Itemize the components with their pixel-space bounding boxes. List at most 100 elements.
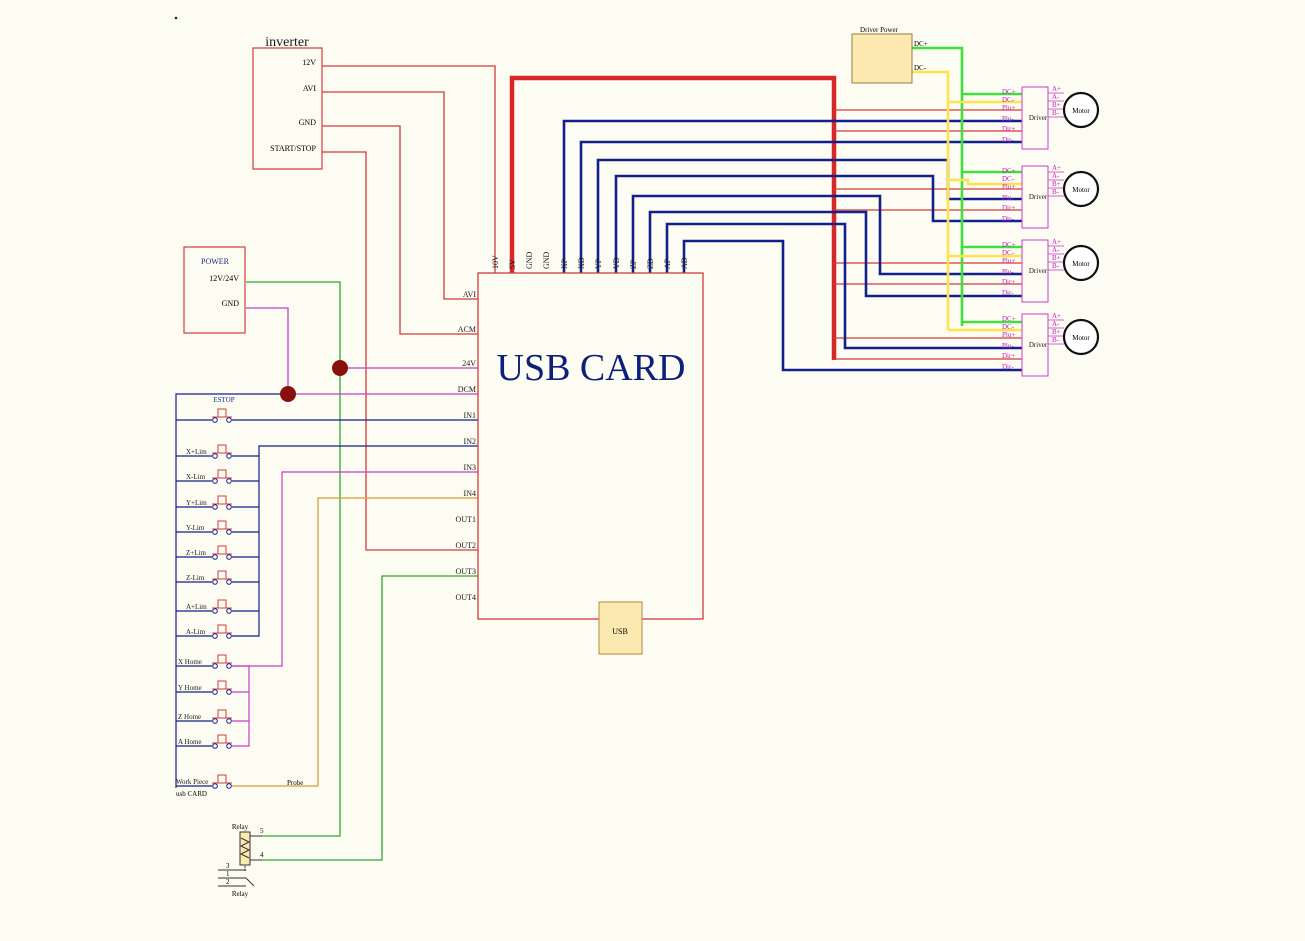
driver-out-pin: B+ (1052, 101, 1061, 109)
relay-pin-4: 4 (260, 851, 264, 859)
switch-limit-1-label: X-Lim (186, 473, 206, 481)
switch-limit-4-label: Z+Lim (186, 549, 206, 557)
driver-out-pin: B+ (1052, 254, 1061, 262)
driver-out-pin: B- (1052, 336, 1060, 344)
card-left-pin-7: IN4 (464, 489, 476, 498)
driver-label: Driver (1029, 267, 1048, 275)
driver-in-pin: Plu- (1002, 342, 1014, 350)
switch-limit-2[interactable]: Y+Lim (186, 495, 232, 510)
driver-in-pin: DC+ (1002, 241, 1016, 249)
contact-icon (212, 608, 218, 614)
wire-inverter-avi (322, 91, 478, 300)
driver-box (1021, 165, 1049, 229)
switch-limit-0-label: X+Lim (186, 448, 207, 456)
driver-out-pin: A+ (1052, 164, 1061, 172)
wire-5v-bus (509, 75, 837, 360)
wire-dc-plus-bus (912, 46, 964, 326)
switch-limit-4[interactable]: Z+Lim (186, 545, 232, 560)
switch-limit-7-label: A-Lim (186, 628, 206, 636)
usb-port[interactable] (598, 601, 643, 655)
contact-icon (212, 504, 218, 510)
card-left-pin-5: IN2 (464, 437, 476, 446)
pushbutton-icon (217, 520, 227, 529)
contact-icon (212, 478, 218, 484)
driver-in-pin: DC- (1002, 323, 1015, 331)
driver-out-pin: A- (1052, 320, 1060, 328)
contact-icon (226, 417, 232, 423)
switch-limit-7[interactable]: A-Lim (186, 624, 232, 639)
driver-power-pin-dc-plus: DC+ (914, 40, 928, 48)
motor-label: Motor (1072, 334, 1090, 342)
switch-limit-6[interactable]: A+Lim (186, 599, 232, 614)
usb-card-box (477, 272, 704, 620)
switch-limit-1[interactable]: X-Lim (186, 469, 232, 484)
switch-home-1[interactable]: Y Home (178, 680, 232, 695)
inverter-box (252, 47, 323, 170)
switch-limit-5[interactable]: Z-Lim (186, 570, 232, 585)
wire-out3-relay (262, 575, 478, 861)
card-top-pin-11: AD (680, 257, 689, 269)
switch-home-2[interactable]: Z Home (178, 709, 232, 724)
switch-home-0-label: X Home (178, 658, 202, 666)
switch-limit-0[interactable]: X+Lim (186, 444, 232, 459)
card-left-pin-2: 24V (462, 359, 476, 368)
driver-out-pin: A+ (1052, 85, 1061, 93)
contact-icon (212, 529, 218, 535)
motor-icon (1062, 244, 1100, 282)
switch-home-0[interactable]: X Home (178, 654, 232, 669)
wire-switch-common (175, 393, 288, 788)
contact-icon (212, 783, 218, 789)
pushbutton-icon (217, 599, 227, 608)
switch-home-3[interactable]: A Home (178, 734, 232, 749)
contact-icon (226, 608, 232, 614)
wire-dc-minus-2 (948, 178, 1022, 186)
card-top-pin-10: AP (663, 258, 672, 269)
contact-icon (226, 579, 232, 585)
card-left-pin-9: OUT2 (456, 541, 476, 550)
motor-icon (1062, 170, 1100, 208)
contact-icon (212, 417, 218, 423)
driver-box (1021, 239, 1049, 303)
driver-out-pin: A+ (1052, 312, 1061, 320)
contact-icon (226, 663, 232, 669)
usb-card-title: USB CARD (497, 347, 686, 389)
contact-icon (226, 633, 232, 639)
switch-limit-3[interactable]: Y-Lim (186, 520, 232, 535)
switch-limit-2-label: Y+Lim (186, 499, 207, 507)
usb-port-label: USB (612, 627, 628, 636)
contact-icon (226, 743, 232, 749)
driver-power-title: Driver Power (860, 26, 899, 34)
switch-estop[interactable] (212, 408, 232, 423)
relay-label-top: Relay (232, 823, 249, 831)
pushbutton-icon (217, 709, 227, 718)
pushbutton-icon (217, 654, 227, 663)
motor-label: Motor (1072, 260, 1090, 268)
switch-work-piece[interactable]: Work Piece (176, 774, 232, 789)
card-top-pin-8: ZP (629, 259, 638, 269)
power-pin-gnd: GND (222, 299, 240, 308)
driver-out-pin: B- (1052, 262, 1060, 270)
driver-in-pin: Plu- (1002, 194, 1014, 202)
motor-icon (1062, 91, 1100, 129)
relay-block: Relay 5 4 3 1 2 Relay (218, 823, 264, 898)
pushbutton-icon (217, 495, 227, 504)
driver-power-block: Driver Power DC+ DC- (851, 26, 928, 84)
power-pin-12v-24v: 12V/24V (209, 274, 239, 283)
driver-in-pin: DC- (1002, 175, 1015, 183)
switch-limit-6-label: A+Lim (186, 603, 207, 611)
pushbutton-icon (217, 408, 227, 417)
driver-in-pin: Dir- (1002, 136, 1014, 144)
wire-dc-minus-bus (912, 70, 950, 330)
driver-in-pin: Plu- (1002, 268, 1014, 276)
contact-icon (212, 718, 218, 724)
card-top-pin-7: YD (612, 257, 621, 269)
driver-in-pin: Dir+ (1002, 125, 1015, 133)
driver-power-pin-dc-minus: DC- (914, 64, 927, 72)
card-left-pin-6: IN3 (464, 463, 476, 472)
wire-inverter-startstop-out2 (322, 151, 478, 551)
wire-power-12v-relay (246, 281, 341, 837)
inverter-pin-start-stop: START/STOP (270, 144, 316, 153)
switch-work-piece-label: Work Piece (176, 778, 208, 786)
driver-in-pin: DC- (1002, 249, 1015, 257)
wire-zp (631, 194, 1022, 276)
